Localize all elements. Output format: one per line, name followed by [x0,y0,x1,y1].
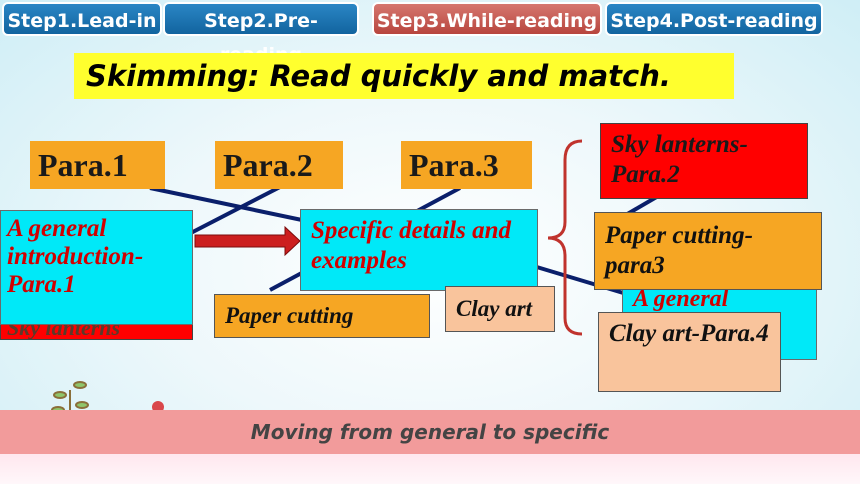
para-3-label: Para.3 [401,141,532,189]
clay-art-para4-box[interactable]: Clay art-Para.4 [598,312,781,392]
para-1-label: Para.1 [30,141,165,189]
general-introduction-box[interactable]: A general introduction-Para.1 [0,210,193,325]
paper-cutting-box[interactable]: Paper cutting [214,294,430,338]
summary-banner: Moving from general to specific [0,410,860,454]
specific-details-box[interactable]: Specific details and examples [300,209,538,291]
tab-lead-in[interactable]: Step1.Lead-in [2,2,162,36]
tab-while-reading[interactable]: Step3.While-reading [372,2,602,36]
clay-art-box[interactable]: Clay art [445,286,555,332]
tab-pre-reading[interactable]: Step2.Pre-reading [163,2,359,66]
para-2-label: Para.2 [215,141,343,189]
tab-post-reading[interactable]: Step4.Post-reading [605,2,823,36]
bottom-decoration-strip [0,454,860,484]
page-title: Skimming: Read quickly and match. [74,53,734,99]
sky-lanterns-box[interactable]: Sky lanterns-Para.2 [600,123,808,199]
paper-cutting-para3-box[interactable]: Paper cutting-para3 [594,212,822,290]
